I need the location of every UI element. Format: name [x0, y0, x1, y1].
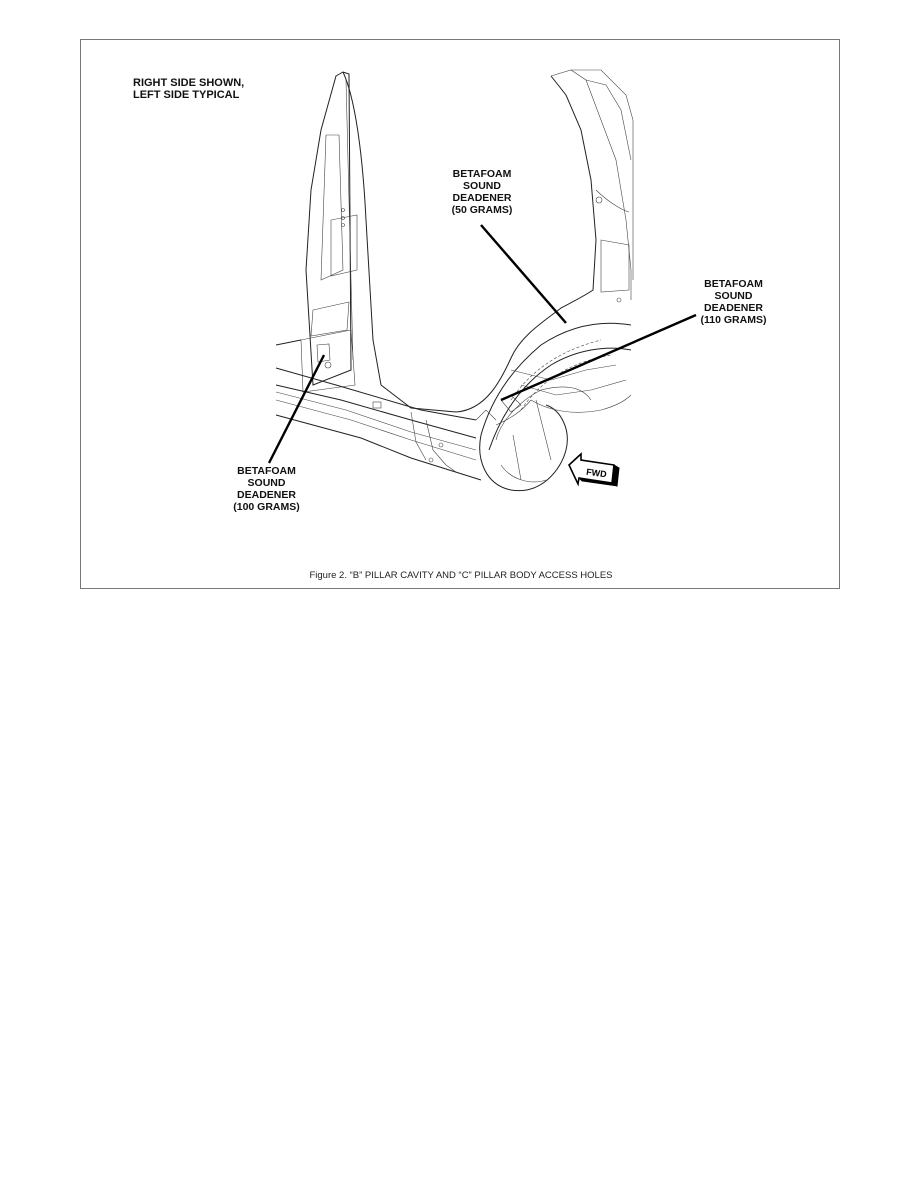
c-pillar-edge — [455, 75, 597, 413]
b-pillar-outline — [305, 71, 352, 386]
side-note: RIGHT SIDE SHOWN, LEFT SIDE TYPICAL — [133, 77, 245, 101]
figure-caption: Figure 2. “B” PILLAR CAVITY AND “C” PILL… — [309, 570, 613, 581]
fwd-arrow-label: FWD — [586, 467, 608, 480]
leader-100g — [267, 354, 326, 464]
callout-110-grams: BETAFOAM SOUND DEADENER (110 GRAMS) — [700, 278, 767, 326]
leader-110g — [500, 313, 697, 402]
callout-100-grams: BETAFOAM SOUND DEADENER (100 GRAMS) — [233, 465, 300, 513]
fwd-arrow-icon: FWD — [568, 452, 620, 487]
rocker-sill — [275, 339, 302, 346]
leader-50g — [480, 224, 567, 324]
callout-50-grams: BETAFOAM SOUND DEADENER (50 GRAMS) — [451, 168, 513, 216]
figure-frame: FWD RIGHT SIDE SHOWN, LEFT SIDE TYPICAL … — [80, 39, 840, 589]
pillar-diagram: FWD — [267, 69, 697, 492]
wheel-house — [480, 322, 632, 436]
